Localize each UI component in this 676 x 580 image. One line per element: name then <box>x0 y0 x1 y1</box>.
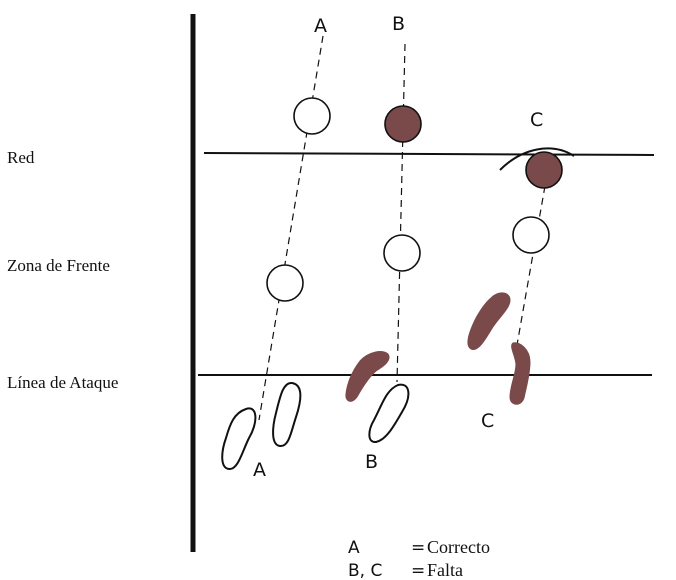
label-b-top: B <box>392 13 405 35</box>
trajectory-b <box>396 43 406 383</box>
ball-b-upper <box>384 105 422 143</box>
footprint-b-outline <box>368 383 410 443</box>
front-zone-label: Zona de Frente <box>7 256 110 275</box>
ball-c-upper <box>525 151 563 189</box>
ball-a-lower <box>266 264 304 302</box>
net-line <box>203 152 655 156</box>
label-a-top: A <box>314 15 327 37</box>
trajectory-c <box>516 185 546 346</box>
net-label: Red <box>7 148 35 167</box>
ball-b-lower <box>383 234 421 272</box>
net-touch-arc <box>499 147 575 171</box>
legend-eq-2: = <box>411 561 425 580</box>
ball-c-lower <box>512 216 550 254</box>
footprint-b-fault <box>345 351 390 402</box>
footprint-c-lower-fault <box>509 342 531 405</box>
legend-value-falta: Falta <box>427 560 463 580</box>
label-c-bottom: C <box>481 410 494 432</box>
label-c-top: C <box>530 109 543 131</box>
label-b-bottom: B <box>365 451 378 473</box>
ball-a-upper <box>293 97 331 135</box>
attack-line-label: Línea de Ataque <box>7 373 118 392</box>
label-a-bottom: A <box>253 459 266 481</box>
legend-eq-1: = <box>411 538 425 558</box>
trajectory-a <box>258 35 324 421</box>
footprint-a-left <box>221 407 257 470</box>
footprint-c-upper-fault <box>467 292 511 350</box>
legend-key-a: A <box>348 538 360 558</box>
footprint-a-right <box>272 382 302 447</box>
legend-value-correcto: Correcto <box>427 537 490 557</box>
legend-key-bc: B, C <box>348 561 382 580</box>
